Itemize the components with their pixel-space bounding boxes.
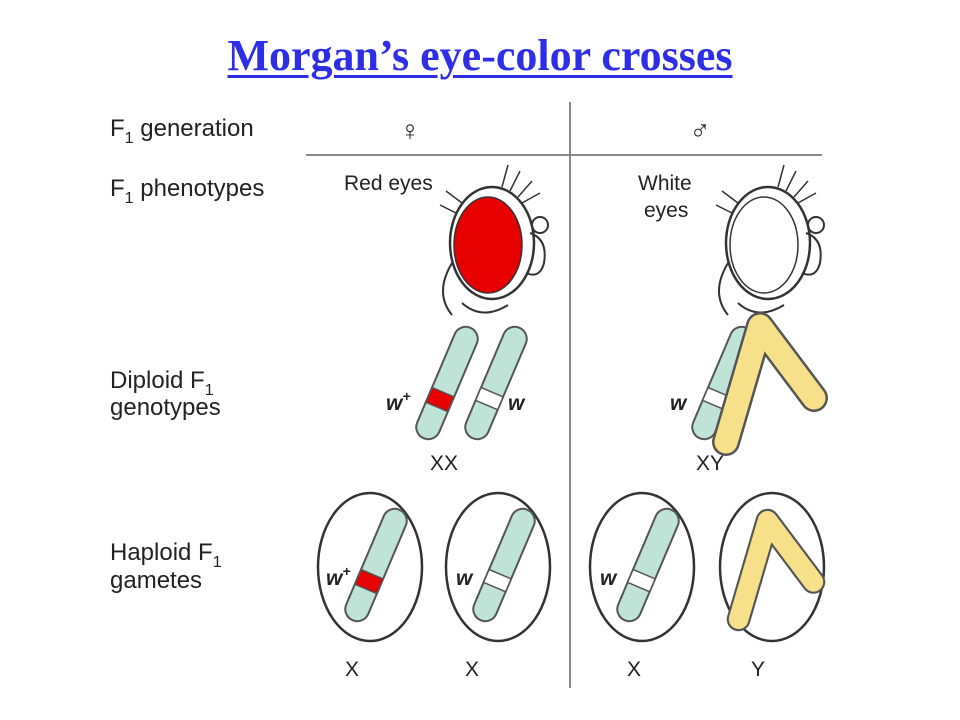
gamete-label-1: X bbox=[345, 658, 359, 681]
gamete-3-allele-label: w bbox=[600, 567, 618, 590]
slide-title: Morgan’s eye-color crosses bbox=[227, 31, 733, 80]
gamete-label-2: X bbox=[465, 658, 479, 681]
male-phenotype-label-line2: eyes bbox=[644, 199, 688, 222]
gamete-1-allele-label: w+ bbox=[326, 563, 351, 590]
row-label-haploid: Haploid F1 bbox=[110, 539, 222, 571]
gamete-label-4: Y bbox=[751, 658, 765, 681]
female-mutant-allele-label: w bbox=[508, 392, 526, 415]
gamete-x-wild: w+ bbox=[316, 491, 424, 643]
female-symbol-icon: ♀ bbox=[400, 115, 421, 146]
row-label-generation: F1 generation bbox=[110, 115, 254, 147]
gamete-x-mutant-male: w bbox=[588, 491, 696, 643]
gamete-label-3: X bbox=[627, 658, 641, 681]
female-genotype-label: XX bbox=[430, 452, 458, 475]
male-mutant-allele-label: w bbox=[670, 392, 688, 415]
row-label-diploid-line2: genotypes bbox=[110, 394, 221, 421]
fly-head-white-eye-icon bbox=[715, 164, 825, 316]
male-symbol-icon: ♂ bbox=[690, 115, 711, 146]
gamete-y bbox=[718, 491, 824, 643]
gamete-x-mutant-female: w bbox=[444, 491, 552, 643]
female-phenotype-label: Red eyes bbox=[344, 172, 433, 195]
row-label-phenotypes: F1 phenotypes bbox=[110, 175, 264, 207]
row-label-haploid-line2: gametes bbox=[110, 567, 202, 594]
row-label-diploid: Diploid F1 bbox=[110, 367, 214, 399]
male-genotype-label: XY bbox=[696, 452, 724, 475]
male-phenotype-label-line1: White bbox=[638, 172, 692, 195]
fly-head-red-eye-icon bbox=[439, 164, 549, 316]
female-wild-allele-label: w+ bbox=[386, 388, 411, 415]
gamete-2-allele-label: w bbox=[456, 567, 474, 590]
